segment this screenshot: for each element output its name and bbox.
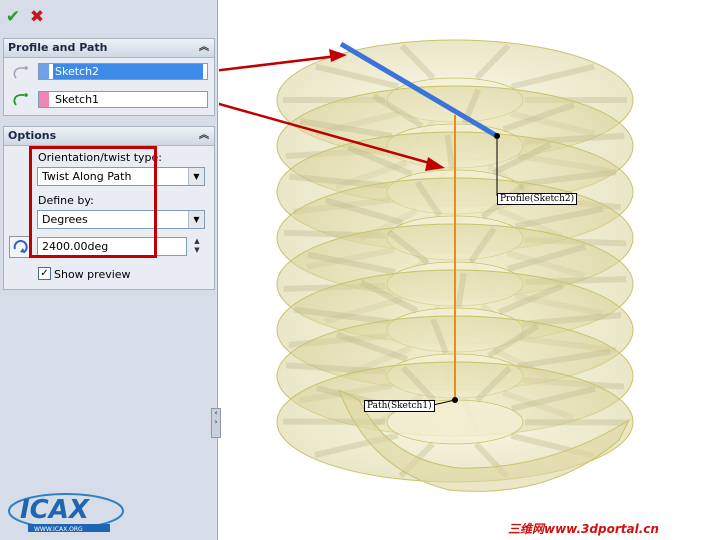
twist-type-label: Orientation/twist type:: [38, 151, 162, 164]
arrowhead-icon: [329, 49, 347, 62]
sweep-stripe: [510, 63, 595, 90]
sweep-stripe: [299, 118, 393, 139]
group-header[interactable]: Options ︽: [4, 127, 214, 146]
sweep-stripe: [289, 173, 388, 189]
group-title: Options: [8, 129, 57, 142]
sweep-stripe: [346, 144, 413, 177]
twist-angle-value: 2400.00deg: [42, 240, 109, 253]
sweep-stripe: [372, 93, 424, 129]
arrow-line-path: [219, 102, 434, 166]
angle-spinner[interactable]: ▲▼: [194, 237, 200, 254]
collapse-icon[interactable]: ︽: [199, 130, 209, 141]
profile-selection-icon: [13, 66, 28, 79]
sweep-stripe: [307, 251, 396, 276]
site-watermark: 三维网www.3dportal.cn: [508, 522, 659, 536]
icax-logo: ICAX WWW.ICAX.ORG: [8, 493, 124, 533]
sweep-stripe: [414, 180, 443, 218]
sweep-stripe: [514, 205, 604, 230]
sweep-stripe: [517, 348, 611, 370]
reverse-direction-icon[interactable]: [9, 236, 31, 258]
chevron-down-icon[interactable]: ▼: [188, 168, 204, 185]
sweep-stripe: [520, 169, 617, 187]
path-selection-value: Sketch1: [55, 93, 100, 106]
collapse-icon[interactable]: ︽: [199, 42, 209, 53]
arrow-line-profile: [219, 54, 338, 72]
define-by-label: Define by:: [38, 194, 94, 207]
profile-color-swatch: [39, 64, 49, 79]
sweep-stripe: [336, 331, 408, 363]
property-toolbar: ✔ ✖: [0, 0, 218, 34]
path-selection-box[interactable]: Sketch1: [38, 91, 208, 108]
define-by-dropdown[interactable]: Degrees ▼: [37, 210, 205, 229]
sweep-stripe: [386, 229, 430, 266]
sweep-stripe: [315, 63, 400, 90]
profile-line: [339, 41, 499, 139]
check-icon[interactable]: ✔: [5, 7, 21, 27]
path-leader: [432, 399, 456, 406]
svg-text:ICAX: ICAX: [20, 495, 91, 525]
sweep-stripe: [468, 226, 497, 264]
profile-callout: Profile(Sketch2): [497, 193, 578, 205]
define-by-value: Degrees: [42, 213, 88, 226]
group-header[interactable]: Profile and Path ︽: [4, 39, 214, 58]
highlight-box: [29, 146, 157, 258]
show-preview-label: Show preview: [54, 268, 131, 281]
sweep-stripe: [507, 243, 586, 272]
sweep-stripe: [444, 134, 456, 170]
sweep-stripe: [487, 323, 540, 359]
sweep-stripe: [399, 43, 436, 81]
svg-text:WWW.ICAX.ORG: WWW.ICAX.ORG: [34, 526, 83, 533]
graphics-viewport[interactable]: [219, 0, 720, 540]
profile-selection-box[interactable]: Sketch2: [38, 63, 208, 80]
sweep-tail: [338, 388, 631, 492]
sweep-stripe: [325, 197, 404, 226]
sweep-stripe: [293, 306, 390, 325]
cross-icon[interactable]: ✖: [29, 7, 45, 27]
sweep-stripe: [359, 279, 419, 314]
show-preview-checkbox[interactable]: ✓: [38, 267, 51, 280]
sweep-stripe: [492, 141, 552, 176]
twist-type-value: Twist Along Path: [42, 170, 132, 183]
twist-type-dropdown[interactable]: Twist Along Path ▼: [37, 167, 205, 186]
sweep-stripe: [401, 365, 437, 403]
profile-selection-value: Sketch2: [53, 64, 203, 79]
sweep-stripe: [455, 272, 467, 308]
sweep-stripe: [430, 318, 449, 355]
sweep-stripe: [475, 365, 512, 403]
sweep-stripe: [511, 385, 596, 412]
sweep-stripe: [502, 102, 575, 133]
panel-splitter-handle[interactable]: ‹›: [211, 408, 221, 438]
path-selection-icon: [13, 93, 28, 106]
group-title: Profile and Path: [8, 41, 108, 54]
property-manager-panel: ✔ ✖ Profile and Path ︽ Sketch2 Sketch1 O…: [0, 0, 221, 540]
sweep-stripe: [497, 282, 565, 315]
sweep-stripe: [474, 43, 511, 81]
arrowhead-icon: [425, 157, 445, 171]
profile-and-path-group: Profile and Path ︽ Sketch2 Sketch1: [3, 38, 215, 116]
path-callout: Path(Sketch1): [364, 400, 435, 412]
chevron-down-icon[interactable]: ▼: [188, 211, 204, 228]
path-color-swatch: [39, 92, 49, 107]
options-group: Options ︽ Orientation/twist type: Twist …: [3, 126, 215, 290]
